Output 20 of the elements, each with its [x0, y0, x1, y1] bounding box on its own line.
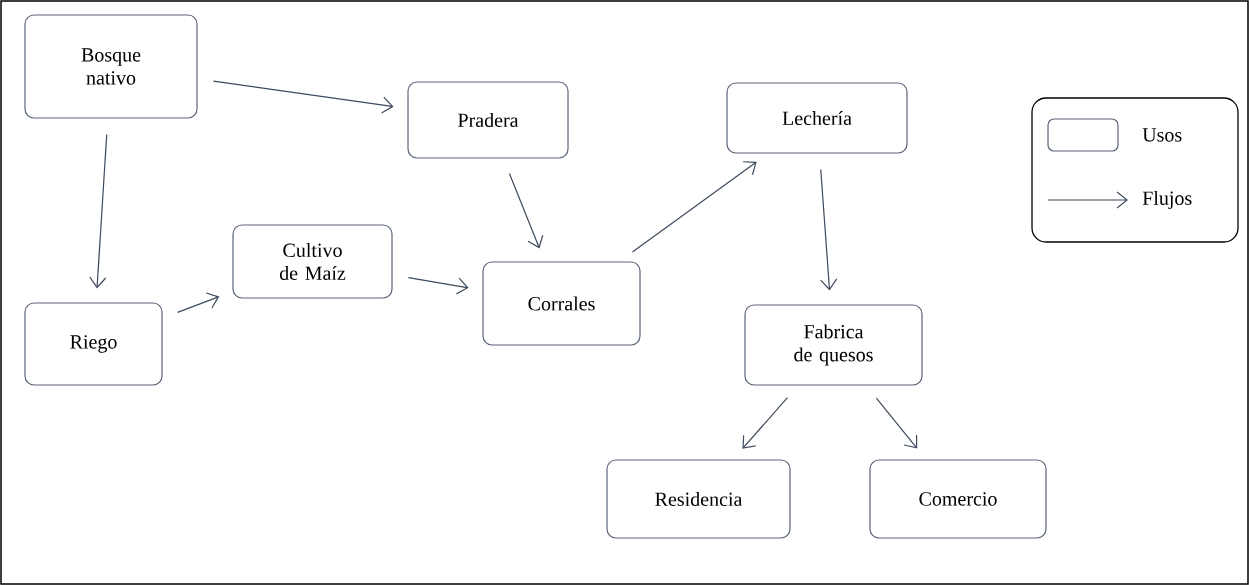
process-box: Fabrica de quesos: [744, 304, 923, 386]
process-box: Cultivo de Maíz: [232, 224, 393, 299]
process-box: Comercio: [869, 459, 1047, 539]
process-box: Corrales: [482, 261, 641, 346]
legend-label: Flujos: [1142, 190, 1192, 210]
process-box: Residencia: [606, 459, 791, 539]
legend-label: Usos: [1142, 128, 1182, 142]
arrow: [742, 397, 788, 449]
arrow: [212, 80, 394, 114]
process-box: Lechería: [726, 82, 908, 154]
arrow: [875, 397, 918, 449]
process-box: Pradera: [407, 81, 569, 159]
arrow: [407, 277, 469, 295]
arrow: [631, 161, 757, 253]
arrow: [89, 133, 108, 289]
arrow: [177, 292, 220, 313]
process-box: Riego: [24, 302, 163, 386]
arrow: [508, 172, 544, 249]
arrow: [820, 168, 838, 291]
process-box: Bosque nativo: [24, 14, 198, 119]
